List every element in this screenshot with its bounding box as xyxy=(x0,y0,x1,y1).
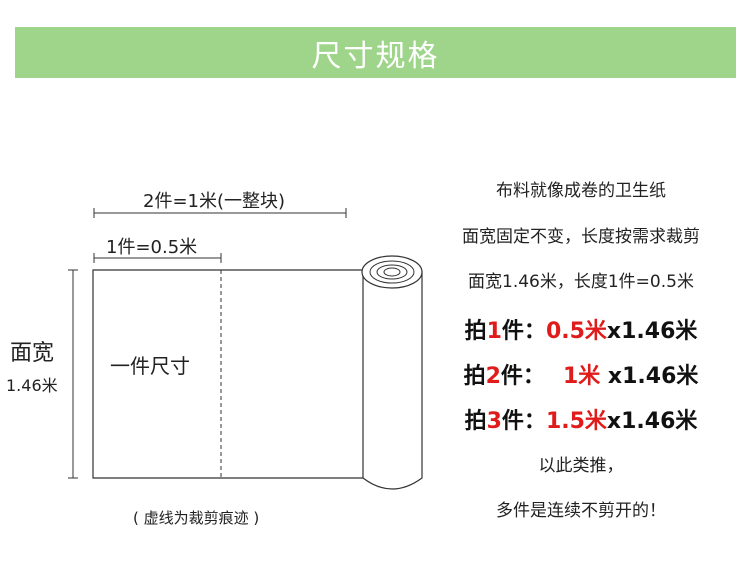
diagram-caption: ( 虚线为裁剪痕迹 ) xyxy=(133,509,260,527)
option-length: 1.5米 xyxy=(545,409,607,434)
option-count: 1 xyxy=(486,319,502,344)
segment-label: 一件尺寸 xyxy=(110,354,190,378)
half-length-label: 1件=0.5米 xyxy=(106,237,198,258)
description-line-7: 以此类推， xyxy=(538,456,624,476)
option-row-2: 拍2件：1米 x1.46米 xyxy=(463,364,699,389)
option-length: 0.5米 xyxy=(545,319,607,344)
option-row-1: 拍1件：0.5米x1.46米 xyxy=(464,319,698,344)
option-row-3: 拍3件：1.5米x1.46米 xyxy=(464,409,698,434)
page-title: 尺寸规格 xyxy=(311,38,440,74)
description-line-2: 面宽固定不变，长度按需求裁剪 xyxy=(462,227,700,247)
option-count: 2 xyxy=(485,364,501,389)
full-length-label: 2件=1米(一整块) xyxy=(143,191,286,212)
description-line-8: 多件是连续不剪开的！ xyxy=(496,501,666,521)
header-banner: 尺寸规格 xyxy=(15,27,736,78)
description-line-1: 布料就像成卷的卫生纸 xyxy=(496,181,666,201)
description-line-3: 面宽1.46米，长度1件=0.5米 xyxy=(468,272,694,292)
fabric-roll xyxy=(362,271,423,490)
option-length: 1米 xyxy=(562,364,601,389)
option-count: 3 xyxy=(486,409,502,434)
width-value: 1.46米 xyxy=(6,376,58,395)
width-label: 面宽 xyxy=(10,341,55,366)
